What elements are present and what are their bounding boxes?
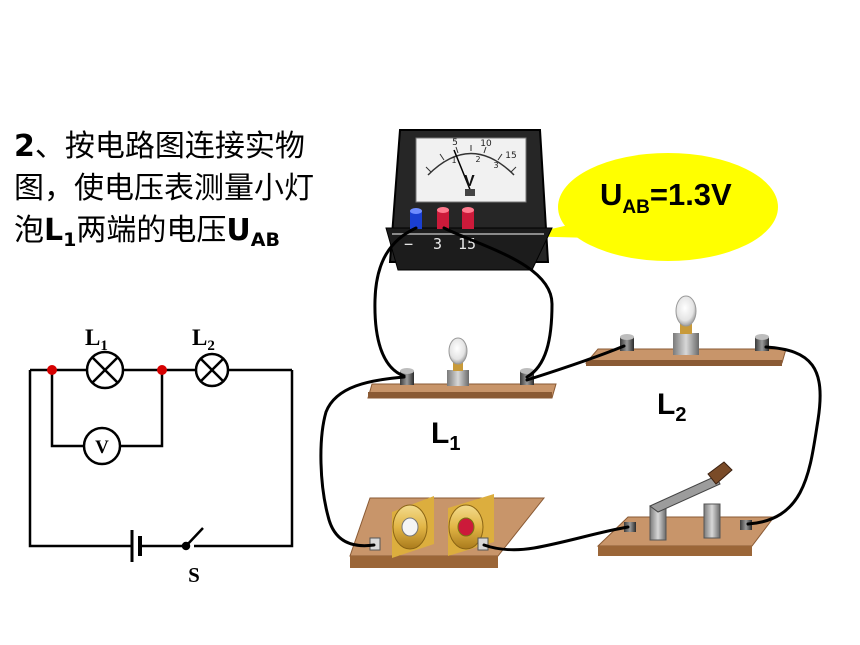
battery-holder [349, 494, 546, 568]
l1-bulb [448, 337, 468, 365]
battery-cell-1 [392, 496, 434, 558]
schematic-voltmeter [82, 426, 122, 466]
schematic-voltmeter-symbol: V [95, 437, 109, 458]
photo-label-l1: L1 [431, 417, 460, 455]
voltmeter-adjust-screw [465, 189, 475, 196]
switch-contact-post [703, 503, 721, 539]
task-lamp-label: L [44, 213, 64, 248]
wire-switch-to-battery [482, 525, 630, 552]
wire-battery-to-l1 [319, 375, 406, 548]
switch-terminal-left [624, 522, 636, 532]
switch-blade [649, 475, 721, 513]
task-text-4: 两端的电压 [76, 213, 227, 248]
scale-label-2: 2 [475, 155, 480, 164]
schematic-left-wire [28, 370, 132, 548]
schematic-label-l1: L1 [85, 325, 108, 354]
schematic-lamp-2 [194, 352, 230, 388]
schematic-switch-label: S [188, 563, 200, 587]
schematic-diagram [28, 350, 294, 562]
task-text-3: 泡 [14, 213, 44, 248]
voltmeter-scale-labels: 5 10 15 1 2 3 [451, 138, 516, 170]
task-instruction: 2、按电路图连接实物 图，使电压表测量小灯 泡L1两端的电压UAB [14, 126, 374, 261]
schematic-label-l2: L2 [192, 325, 215, 354]
voltmeter-device [385, 129, 553, 271]
wire-l1-to-l2 [525, 344, 626, 382]
switch-handle [707, 461, 733, 485]
terminal-label-3: 3 [433, 235, 442, 253]
task-voltage-symbol: U [226, 213, 251, 248]
schematic-voltmeter-branch [50, 370, 164, 448]
wire-voltmeter-3-to-l1 [442, 226, 554, 379]
schematic-right-wire [194, 370, 294, 548]
voltmeter-terminal-15 [462, 207, 474, 229]
scale-label-3: 3 [493, 161, 498, 170]
voltmeter-terminal-minus [410, 208, 422, 229]
l1-socket [447, 370, 469, 386]
voltmeter-scale-ticks [425, 145, 517, 173]
lamp-board-l2 [584, 295, 787, 366]
task-number: 2 [14, 129, 35, 164]
schematic-switch [181, 527, 204, 551]
wire-voltmeter-minus-to-l1 [373, 226, 418, 378]
l2-socket [673, 333, 699, 355]
scale-label-5: 5 [452, 138, 458, 148]
task-line-2: 图，使电压表测量小灯 [14, 168, 374, 210]
task-lamp-sub: 1 [63, 229, 77, 251]
schematic-lamp-1 [85, 350, 125, 390]
l1-bulb-base [453, 362, 463, 371]
scale-label-1: 1 [451, 156, 456, 165]
scale-label-15: 15 [505, 151, 516, 161]
scale-label-10: 10 [480, 139, 492, 149]
voltmeter-terminal-3 [437, 207, 449, 229]
callout-reading: UAB=1.3V [600, 177, 732, 218]
voltmeter-face-symbol: V [464, 173, 475, 190]
voltmeter-needle [453, 149, 472, 193]
task-text-1: 、按电路图连接实物 [34, 129, 305, 164]
l2-terminal-left [620, 334, 634, 351]
task-voltage-sub: AB [250, 229, 280, 251]
terminal-label-minus: − [404, 235, 413, 253]
node-b-dot [157, 365, 167, 375]
photo-label-l2: L2 [657, 388, 686, 426]
lamp-board-l1 [367, 337, 557, 399]
task-text-2: 图，使电压表测量小灯 [14, 171, 314, 206]
task-line-3: 泡L1两端的电压UAB [14, 210, 374, 261]
l2-bulb [675, 295, 697, 327]
schematic-battery [130, 530, 142, 562]
task-line-1: 2、按电路图连接实物 [14, 126, 374, 168]
physical-wiring [319, 226, 822, 552]
voltmeter-scale-arc [427, 152, 515, 176]
knife-switch [596, 461, 776, 556]
l2-bulb-base [680, 324, 692, 334]
node-a-dot [47, 365, 57, 375]
wire-l2-to-switch [746, 345, 822, 526]
switch-terminal-right [740, 520, 752, 530]
callout-bubble [558, 153, 778, 261]
